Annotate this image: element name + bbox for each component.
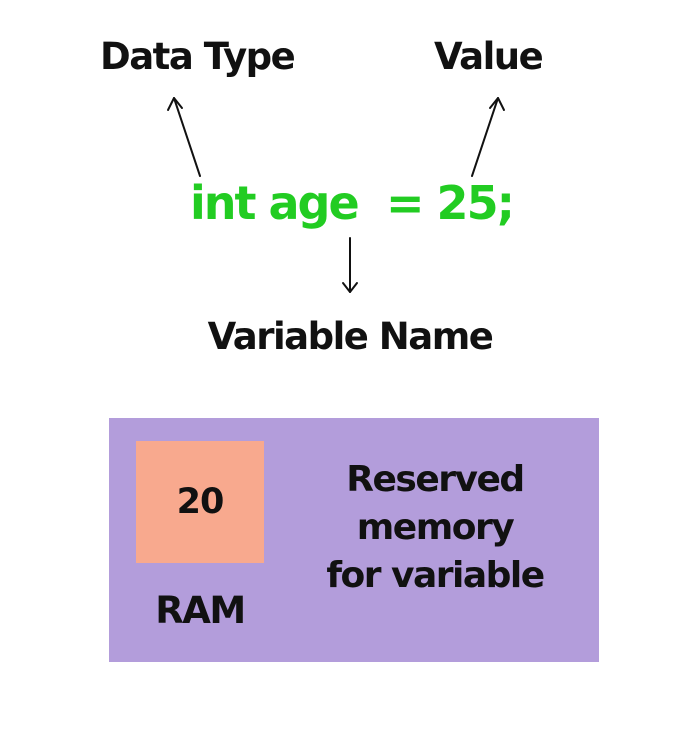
data-type-arrowhead	[167, 97, 183, 111]
value-arrowhead	[489, 97, 505, 111]
value-label: Value	[434, 35, 544, 78]
variable-name-arrowhead	[342, 282, 358, 293]
reserved-line-1: Reserved	[346, 459, 525, 500]
ram-label: RAM	[155, 589, 246, 632]
memory-panel: 20 RAM Reserved memory for variable	[109, 418, 599, 662]
value-arrow	[471, 97, 499, 177]
code-declaration: int age	[190, 176, 360, 230]
memory-cell: 20	[136, 441, 264, 563]
data-type-arrow	[173, 97, 201, 177]
code-assignment: = 25;	[386, 176, 515, 230]
reserved-memory-description: Reserved memory for variable	[299, 456, 571, 600]
reserved-line-2: memory	[356, 507, 515, 548]
memory-cell-value: 20	[176, 482, 225, 522]
reserved-line-3: for variable	[326, 555, 545, 596]
data-type-label: Data Type	[100, 35, 296, 78]
variable-name-label: Variable Name	[207, 315, 494, 358]
